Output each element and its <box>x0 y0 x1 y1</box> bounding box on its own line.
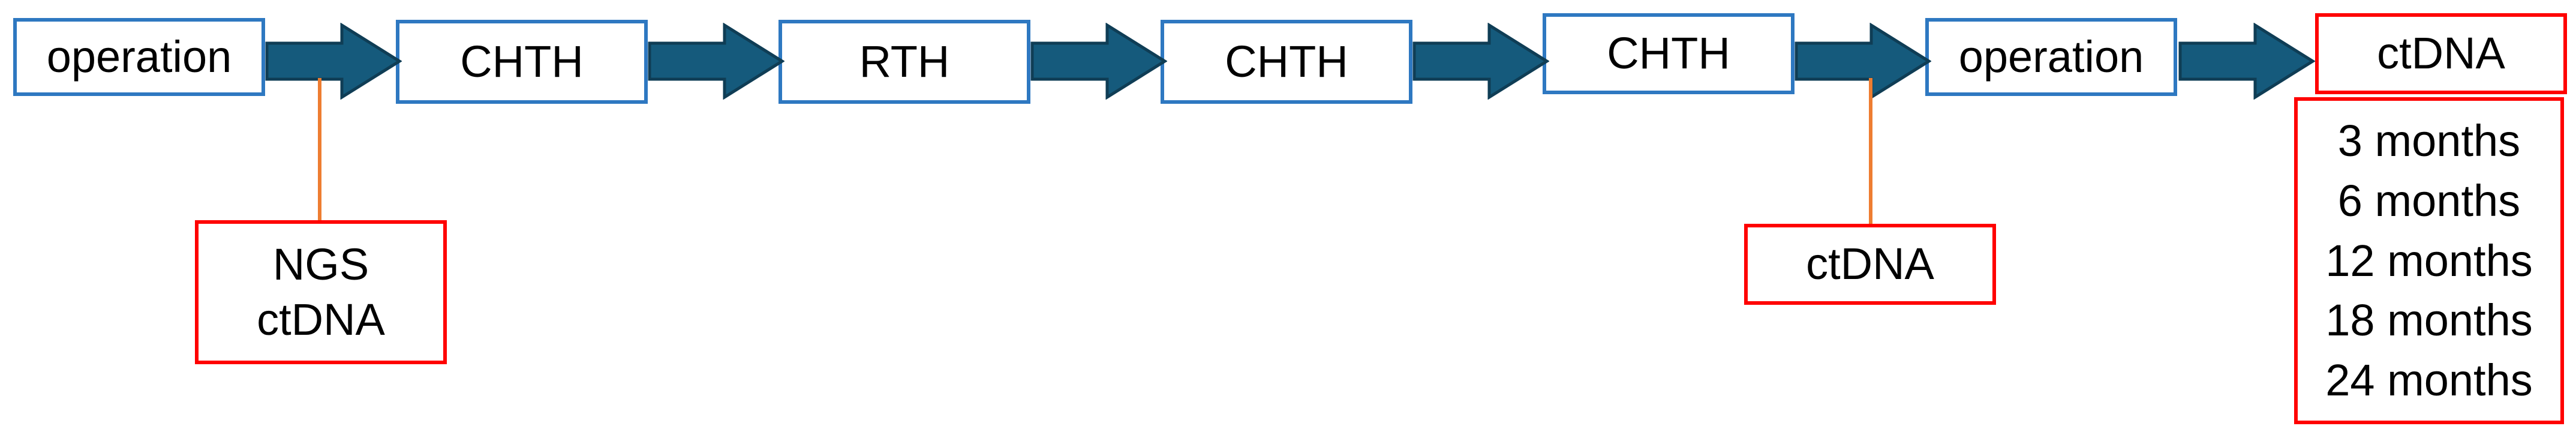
step-chth-3: CHTH <box>1543 13 1795 94</box>
connector-baseline <box>318 78 321 220</box>
arrow-1 <box>265 23 402 100</box>
step-chth-1-label: CHTH <box>460 36 584 86</box>
sample-follow-up: 3 months 6 months 12 months 18 months 24… <box>2294 97 2564 424</box>
step-chth-3-label: CHTH <box>1607 28 1730 79</box>
arrow-2 <box>648 23 784 100</box>
step-rth: RTH <box>778 20 1030 104</box>
follow-up-18-months: 18 months <box>2325 295 2533 346</box>
sample-post-chemo: ctDNA <box>1744 224 1996 305</box>
follow-up-3-months: 3 months <box>2337 115 2521 166</box>
step-chth-1: CHTH <box>396 20 648 104</box>
step-operation-2: operation <box>1925 18 2177 96</box>
step-rth-label: RTH <box>859 36 950 86</box>
step-ctdna-final-label: ctDNA <box>2377 28 2505 79</box>
sample-baseline-line-2: ctDNA <box>257 295 385 344</box>
arrow-6 <box>2178 23 2315 100</box>
follow-up-6-months: 6 months <box>2337 175 2521 226</box>
step-chth-2-label: CHTH <box>1225 36 1348 86</box>
sample-baseline-line-1: NGS <box>272 239 369 289</box>
step-operation-1: operation <box>13 18 265 96</box>
follow-up-24-months: 24 months <box>2325 355 2533 406</box>
step-chth-2: CHTH <box>1161 20 1412 104</box>
arrow-4 <box>1412 23 1549 100</box>
sample-post-chemo-label: ctDNA <box>1806 239 1934 289</box>
follow-up-12-months: 12 months <box>2325 235 2533 286</box>
step-ctdna-final: ctDNA <box>2315 13 2567 94</box>
connector-post-chemo <box>1869 78 1872 224</box>
sample-baseline: NGS ctDNA <box>195 220 447 364</box>
arrow-5 <box>1795 23 1931 100</box>
step-operation-2-label: operation <box>1958 31 2144 82</box>
step-operation-1-label: operation <box>46 31 232 82</box>
arrow-3 <box>1030 23 1167 100</box>
